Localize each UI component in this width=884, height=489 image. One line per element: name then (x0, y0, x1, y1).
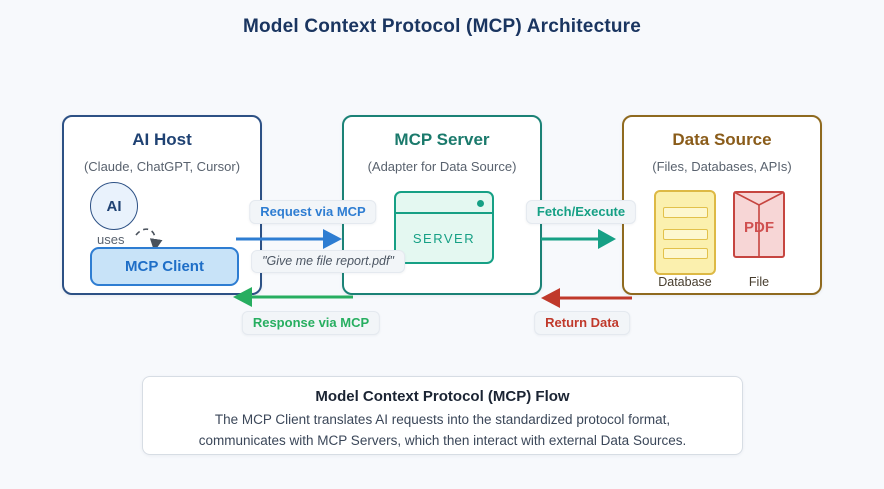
data-source-title: Data Source (672, 130, 772, 149)
ai-host-title: AI Host (132, 130, 192, 149)
flow-summary-title: Model Context Protocol (MCP) Flow (315, 388, 570, 405)
pdf-text: PDF (744, 219, 774, 236)
database-row-icon (663, 248, 708, 259)
mcp-client-label: MCP Client (125, 258, 204, 275)
server-icon-header (396, 193, 492, 214)
data-source-subtitle: (Files, Databases, APIs) (652, 159, 792, 174)
page-title: Model Context Protocol (MCP) Architectur… (242, 16, 642, 37)
server-icon: SERVER (394, 191, 494, 264)
return-arrow-icon (541, 288, 632, 308)
database-icon (654, 190, 716, 275)
fetch-label: Fetch/Execute (525, 200, 637, 224)
file-label: File (748, 275, 770, 289)
fetch-arrow-icon (541, 229, 616, 249)
server-status-dot-icon (477, 200, 484, 207)
mcp-server-title: MCP Server (394, 130, 490, 149)
uses-label: uses (97, 232, 125, 247)
flow-summary-box: Model Context Protocol (MCP) Flow The MC… (142, 376, 743, 455)
server-icon-label: SERVER (412, 230, 476, 246)
uses-arrow-icon (135, 228, 163, 252)
response-label: Response via MCP (241, 311, 381, 335)
database-label: Database (658, 275, 712, 289)
flow-summary-line1: The MCP Client translates AI requests in… (214, 412, 671, 427)
ai-host-box: AI Host (Claude, ChatGPT, Cursor) AI use… (62, 115, 262, 295)
ai-circle-icon: AI (90, 182, 138, 230)
ai-host-subtitle: (Claude, ChatGPT, Cursor) (83, 159, 241, 174)
request-label: Request via MCP (249, 200, 377, 224)
flow-summary-line2: communicates with MCP Servers, which the… (198, 432, 687, 448)
request-quote-label: "Give me file report.pdf" (251, 250, 405, 273)
return-label: Return Data (534, 311, 630, 335)
pdf-file-icon: PDF (733, 191, 785, 258)
mcp-client-node: MCP Client (90, 247, 239, 286)
database-row-icon (663, 229, 708, 240)
data-source-box: Data Source (Files, Databases, APIs) PDF… (622, 115, 822, 295)
database-row-icon (663, 207, 708, 218)
mcp-server-subtitle: (Adapter for Data Source) (367, 159, 517, 174)
ai-circle-label: AI (106, 197, 122, 215)
